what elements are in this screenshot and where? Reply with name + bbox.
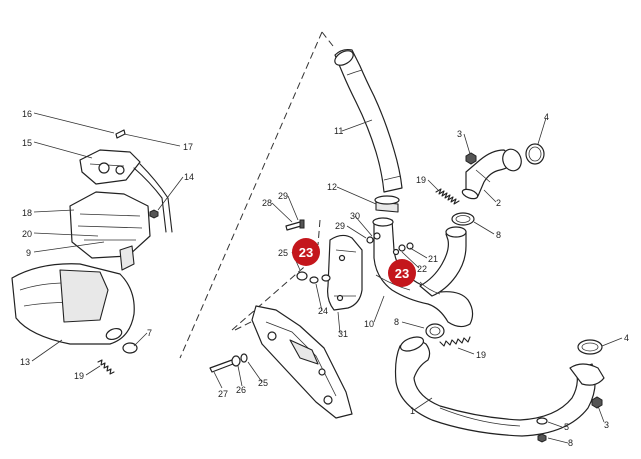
label-5: 5	[564, 422, 569, 432]
label-14: 14	[184, 172, 194, 182]
part-number-labels: 16 17 15 14 18 20 9 13 19 7 11 12 10 3 4…	[20, 109, 629, 448]
part-19-springs	[97, 188, 471, 375]
badge-left-text: 23	[299, 245, 313, 260]
label-12: 12	[327, 182, 337, 192]
label-22: 22	[417, 264, 427, 274]
label-15: 15	[22, 138, 32, 148]
footpeg-bracket	[251, 305, 353, 419]
label-19-left: 19	[74, 371, 84, 381]
label-21: 21	[428, 254, 438, 264]
label-18: 18	[22, 208, 32, 218]
label-4-bottom: 4	[624, 333, 629, 343]
label-29-mid: 29	[335, 221, 345, 231]
label-25-top: 25	[278, 248, 288, 258]
label-20: 20	[22, 229, 32, 239]
badge-right-text: 23	[395, 266, 409, 281]
label-9: 9	[26, 248, 31, 258]
label-19-top: 19	[416, 175, 426, 185]
label-13: 13	[20, 357, 30, 367]
label-31: 31	[338, 329, 348, 339]
label-17: 17	[183, 142, 193, 152]
label-3-top: 3	[457, 129, 462, 139]
part-8-gaskets	[425, 212, 475, 339]
part-2-header-pipe	[461, 148, 522, 200]
label-28: 28	[262, 198, 272, 208]
label-2: 2	[496, 198, 501, 208]
label-29-left: 29	[278, 191, 288, 201]
label-4-top: 4	[544, 112, 549, 122]
label-8-bottom: 8	[568, 438, 573, 448]
part-12-clamp	[374, 195, 400, 213]
label-3-bottom: 3	[604, 420, 609, 430]
part-4-gaskets	[525, 143, 603, 355]
label-8-top: 8	[496, 230, 501, 240]
label-1: 1	[410, 406, 415, 416]
part-1-lower-pipe	[394, 336, 605, 437]
label-24: 24	[318, 306, 328, 316]
callout-badge-right[interactable]: 23	[388, 259, 416, 287]
left-exhaust-valve-assembly	[11, 149, 173, 345]
leader-lines	[31, 112, 623, 444]
callout-badge-left[interactable]: 23	[292, 238, 320, 266]
label-16: 16	[22, 109, 32, 119]
label-7: 7	[147, 328, 152, 338]
label-30: 30	[350, 211, 360, 221]
part-31-heat-shield	[327, 234, 363, 311]
label-19-right: 19	[476, 350, 486, 360]
label-10: 10	[364, 319, 374, 329]
part-10-collector-pipe	[372, 217, 474, 328]
part-11-upper-pipe	[334, 48, 403, 193]
label-27: 27	[218, 389, 228, 399]
label-11: 11	[334, 126, 343, 136]
label-8-mid: 8	[394, 317, 399, 327]
label-25-bottom: 25	[258, 378, 268, 388]
label-26: 26	[236, 385, 246, 395]
